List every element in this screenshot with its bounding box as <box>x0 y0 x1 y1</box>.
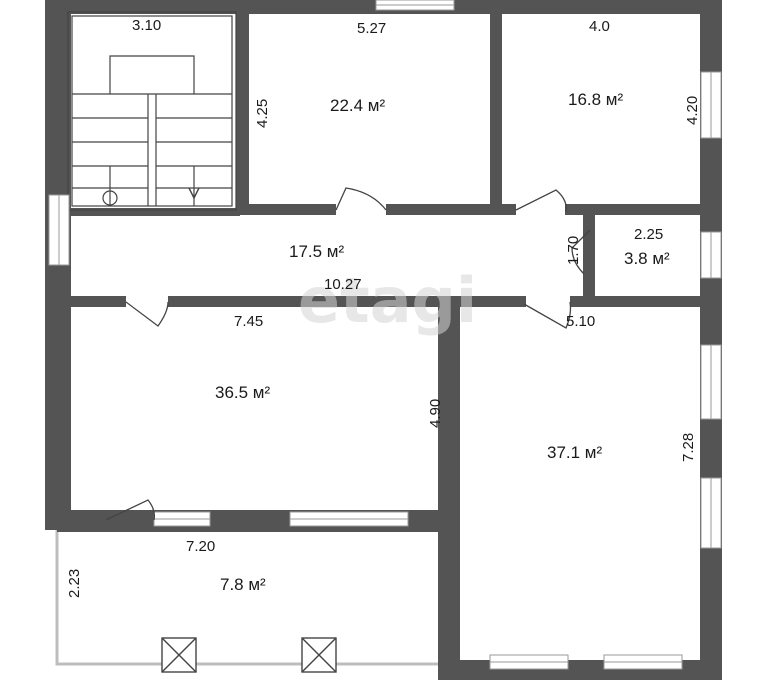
bathroom-width-label: 2.25 <box>634 226 663 243</box>
stair-start-circle <box>102 190 118 206</box>
stairs-width-label: 3.10 <box>132 17 161 34</box>
room-right-height-label: 7.28 <box>680 433 697 462</box>
stair-direction-arrow <box>188 187 200 200</box>
room-top-middle-width-label: 5.27 <box>357 20 386 37</box>
watermark: etagi <box>298 264 477 337</box>
room-mid-left-width-label: 7.45 <box>234 313 263 330</box>
staircase <box>67 11 237 211</box>
bathroom-height-label: 1.70 <box>565 236 582 265</box>
window-glass-lines <box>58 4 712 663</box>
room-top-middle-area-label: 22.4 м² <box>330 96 385 115</box>
room-top-right-area-label: 16.8 м² <box>568 90 623 109</box>
terrace-columns <box>161 637 337 673</box>
room-top-middle-height-label: 4.25 <box>254 99 271 128</box>
terrace-height-label: 2.23 <box>66 569 83 598</box>
terrace-area-label: 7.8 м² <box>220 575 266 594</box>
terrace-width-label: 7.20 <box>186 538 215 555</box>
bathroom-area-label: 3.8 м² <box>624 249 670 268</box>
corridor-area-label: 17.5 м² <box>289 242 344 261</box>
room-mid-left-height-label: 4.90 <box>427 399 444 428</box>
corridor-length-label: 10.27 <box>324 276 362 293</box>
room-mid-left-area-label: 36.5 м² <box>215 383 270 402</box>
room-right-width-label: 5.10 <box>566 313 595 330</box>
room-right-area-label: 37.1 м² <box>547 443 602 462</box>
room-top-right-width-label: 4.0 <box>589 18 610 35</box>
room-top-right-height-label: 4.20 <box>684 96 701 125</box>
doors <box>105 187 591 521</box>
